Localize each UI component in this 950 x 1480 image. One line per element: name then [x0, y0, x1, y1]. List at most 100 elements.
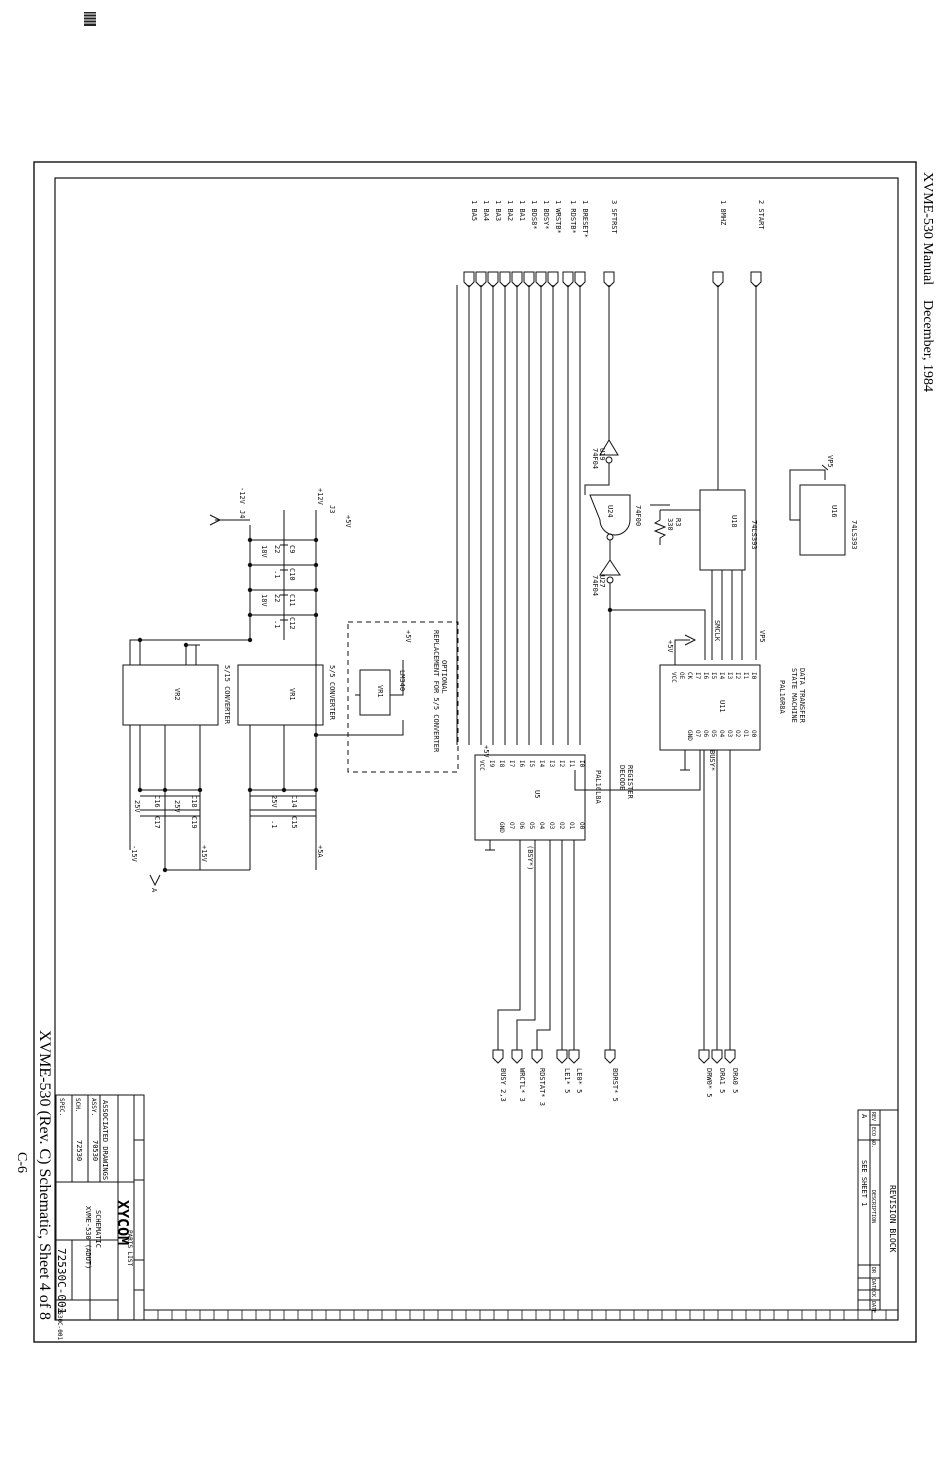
junction-dot — [313, 562, 319, 568]
output-signal-label: BDRST* 5 — [611, 1068, 619, 1102]
pal-pin-label: GND — [686, 730, 693, 741]
pal-pin-label: O5 — [528, 822, 535, 830]
c12-val: .1 — [273, 620, 281, 628]
u24-part: 74F00 — [634, 505, 642, 526]
busy-label: BUSY* — [708, 750, 716, 771]
output-connector — [556, 1049, 568, 1064]
spec-label: SPEC. — [58, 1098, 65, 1116]
u5-name: U5 — [533, 790, 541, 798]
junction-dot — [607, 607, 613, 613]
c18-volt: 25V — [173, 800, 181, 813]
vp5-u11: VP5 — [758, 630, 766, 643]
u16-part: 74LS393 — [850, 520, 858, 550]
pal-pin-label: O2 — [734, 730, 741, 738]
junction-dot — [313, 587, 319, 593]
ck-col: CK — [870, 1291, 876, 1297]
pal-pin-label: I1 — [568, 760, 575, 768]
revision-title: REVISION BLOCK — [888, 1185, 897, 1253]
junction-dot — [162, 867, 168, 873]
c10-val: .1 — [273, 570, 281, 578]
pal-pin-label: O6 — [702, 730, 709, 738]
revision-block: REVISION BLOCK REV ECO NO. DESCRIPTION D… — [857, 1109, 899, 1313]
inner-border — [54, 177, 899, 1321]
title-line2: XVME-530 (ADUT) — [84, 1206, 92, 1269]
c14-volt: 25V — [270, 795, 278, 808]
header-date: December, 1984 — [920, 300, 935, 392]
scan-mark — [84, 12, 96, 26]
input-signal-label: 2 START — [757, 200, 765, 230]
pal-pin-label: O4 — [538, 822, 545, 830]
output-signal-label: RDSTAT* 3 — [538, 1068, 546, 1106]
title-line1: SCHEMATIC — [94, 1210, 102, 1248]
drawing-number: 72530C-001 — [55, 1248, 68, 1314]
u24-name: U24 — [606, 505, 614, 518]
date2-col: DATE — [870, 1301, 876, 1313]
parts-list-label: PARTS LIST — [126, 1230, 133, 1267]
pal-pin-label: I0 — [578, 760, 585, 768]
pal-pin-label: I4 — [718, 672, 725, 680]
u11-desc1: DATA TRANSFER — [798, 668, 806, 724]
r3-value: 330 — [666, 518, 674, 531]
pal-pin-label: CK — [686, 672, 693, 680]
u18-name: U18 — [730, 515, 738, 528]
c16-volt: 25V — [133, 800, 141, 813]
pal-pin-label: I0 — [750, 672, 757, 680]
company-logo: XYCOM — [114, 1200, 132, 1245]
m12v-label: -12V — [238, 487, 246, 505]
output-connector — [492, 1049, 504, 1064]
pal-pin-label: I1 — [742, 672, 749, 680]
p5v-j3: +5V — [344, 515, 352, 528]
output-signal-label: DRA0 5 — [731, 1068, 739, 1093]
input-connector — [499, 271, 511, 288]
output-signal-label: DRA1 5 — [718, 1068, 726, 1093]
u27-name: U27 — [598, 575, 606, 588]
input-connector — [535, 271, 547, 288]
input-connector — [562, 271, 574, 288]
output-signal-label: BUSY 2,3 — [499, 1068, 507, 1102]
input-signal-label: 1 WRSTB* — [554, 200, 562, 234]
rev-description: SEE SHEET 1 — [860, 1160, 868, 1206]
c9-val: 22 — [273, 545, 281, 553]
input-signal-label: 1 BA4 — [482, 200, 490, 221]
u18-part: 74LS393 — [750, 520, 758, 550]
input-connector — [511, 271, 523, 288]
c15-label: C15 — [290, 816, 298, 829]
input-connector — [463, 271, 475, 288]
vr1-label: VR1 — [288, 688, 296, 701]
input-signal-label: 1 BA5 — [470, 200, 478, 221]
input-connector — [487, 271, 499, 288]
c10-label: C10 — [288, 568, 296, 581]
c11-volt: 18V — [260, 594, 268, 607]
junction-dot — [247, 637, 253, 643]
c18-label: C18 — [190, 795, 198, 808]
junction-dot — [313, 787, 319, 793]
assy-number: 70530 — [91, 1140, 99, 1161]
a-label: A — [150, 888, 158, 893]
smclk-label: SMCLK — [713, 620, 721, 642]
pal-pin-label: I5 — [710, 672, 717, 680]
output-signal-label: DRW0* 5 — [705, 1068, 713, 1098]
footer-caption: XVME-530 (Rev. C) Schematic, Sheet 4 of … — [36, 1030, 53, 1320]
c9-label: C9 — [288, 545, 296, 553]
pal-pin-label: O0 — [750, 730, 757, 738]
assy-label: ASSY. — [90, 1098, 97, 1116]
desc-col: DESCRIPTION — [870, 1190, 876, 1223]
outer-border — [33, 161, 917, 1343]
pal-pin-label: I6 — [702, 672, 709, 680]
c12-label: C12 — [288, 617, 296, 630]
junction-dot — [313, 732, 319, 738]
pal-pin-label: I5 — [528, 760, 535, 768]
rev-col: REV — [870, 1112, 876, 1121]
junction-dot — [247, 612, 253, 618]
j3-label: J3 — [328, 505, 336, 513]
u5-part: PAL16L8A — [594, 770, 602, 805]
sch-label: SCH. — [74, 1098, 81, 1112]
footer-page: C-6 — [14, 1152, 29, 1173]
c15-val: .1 — [270, 820, 278, 828]
pal-pin-label: I7 — [508, 760, 515, 768]
replacement-label: REPLACEMENT FOR 5/5 CONVERTER — [432, 630, 440, 753]
j4-label: J4 — [238, 510, 246, 518]
pal-pin-label: O1 — [742, 730, 749, 738]
c19-label: C19 — [190, 816, 198, 829]
input-connector — [547, 271, 559, 288]
